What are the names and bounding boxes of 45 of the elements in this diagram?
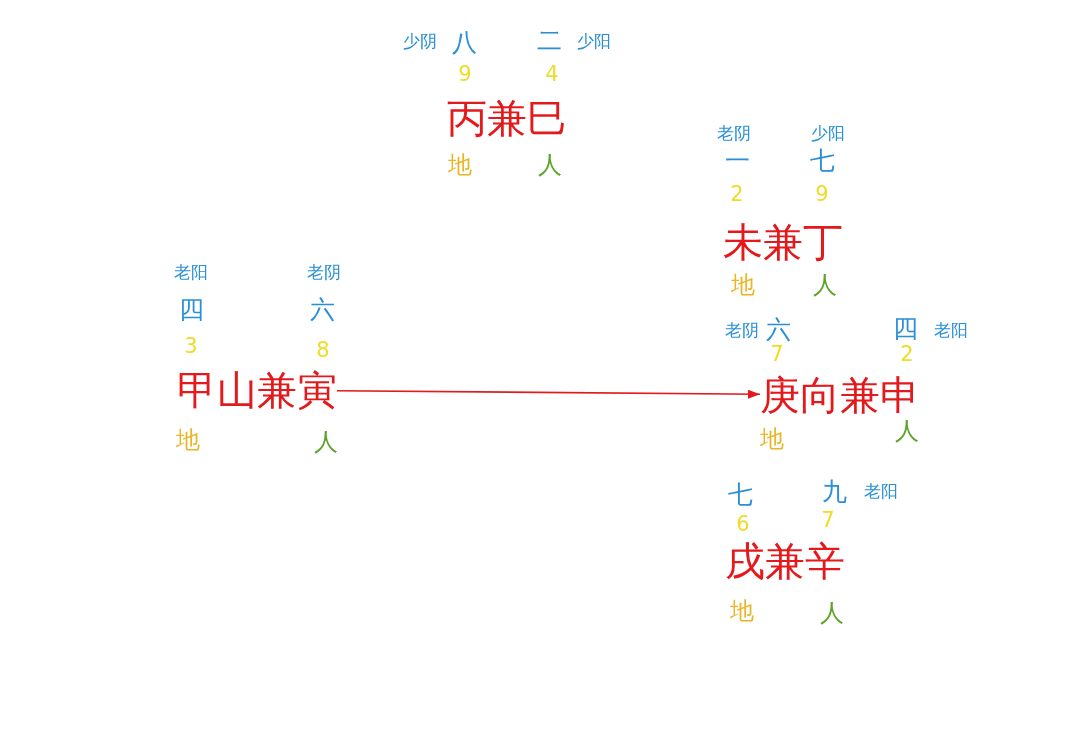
direction-label: 丙兼巳 [447, 98, 567, 138]
numeral-label: 二 [536, 27, 562, 53]
direction-label: 未兼丁 [723, 222, 843, 262]
yin-yang-label: 老阴 [307, 263, 341, 281]
digit-label: 3 [184, 335, 198, 357]
earth-label: 地 [448, 153, 472, 177]
digit-label: 8 [316, 339, 330, 361]
earth-label: 地 [760, 427, 784, 451]
numeral-label: 一 [724, 147, 750, 173]
numeral-label: 九 [821, 478, 847, 504]
numeral-label: 七 [809, 147, 835, 173]
digit-label: 9 [815, 183, 829, 205]
numeral-label: 四 [892, 315, 918, 341]
arrow [336, 389, 761, 399]
man-label: 人 [314, 430, 338, 454]
earth-label: 地 [730, 599, 754, 623]
man-label: 人 [538, 153, 562, 177]
yin-yang-label: 少阳 [811, 124, 845, 142]
yin-yang-label: 老阴 [717, 124, 751, 142]
yin-yang-label: 老阳 [934, 321, 968, 339]
man-label: 人 [895, 419, 919, 443]
numeral-label: 六 [765, 316, 791, 342]
digit-label: 7 [770, 343, 784, 365]
yin-yang-label: 少阳 [577, 32, 611, 50]
digit-label: 6 [736, 513, 750, 535]
digit-label: 2 [900, 343, 914, 365]
digit-label: 4 [545, 63, 559, 85]
yin-yang-label: 老阳 [174, 263, 208, 281]
digit-label: 2 [730, 183, 744, 205]
earth-label: 地 [731, 273, 755, 297]
yin-yang-label: 老阳 [864, 482, 898, 500]
facing-direction-label: 庚向兼申 [760, 375, 920, 415]
man-label: 人 [820, 601, 844, 625]
sitting-direction-label: 甲山兼寅 [177, 370, 337, 410]
yin-yang-label: 少阴 [403, 32, 437, 50]
direction-label: 戌兼辛 [725, 541, 845, 581]
numeral-label: 六 [309, 296, 335, 322]
digit-label: 9 [458, 63, 472, 85]
numeral-label: 七 [727, 481, 753, 507]
yin-yang-label: 老阴 [725, 321, 759, 339]
earth-label: 地 [176, 428, 200, 452]
numeral-label: 八 [451, 29, 477, 55]
man-label: 人 [813, 273, 837, 297]
numeral-label: 四 [178, 296, 204, 322]
digit-label: 7 [821, 509, 835, 531]
